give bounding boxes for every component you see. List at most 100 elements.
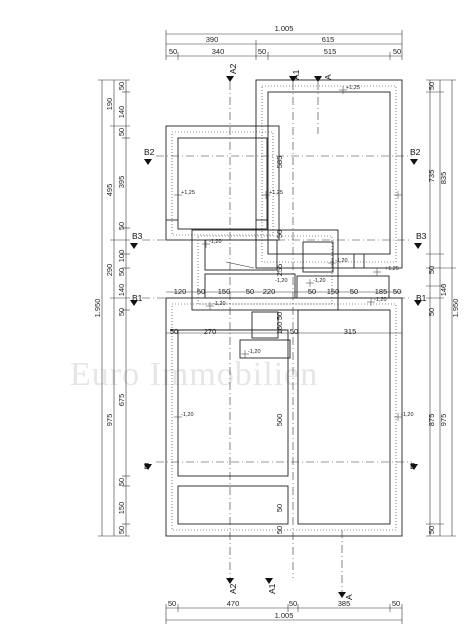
section-label: B1 <box>416 293 427 303</box>
dim-left-c12: 150 <box>117 502 126 515</box>
section-label: B3 <box>132 231 143 241</box>
dim-left-c1: 50 <box>117 82 126 90</box>
dim-right-c2: 50 <box>427 266 436 274</box>
dim-bottom-w2: 470 <box>227 599 240 608</box>
dim-interior: 50 <box>275 526 284 534</box>
dim-interior: 50 <box>308 287 316 296</box>
wall-fragment <box>225 261 255 269</box>
dim-right-upper-inner: 735 <box>427 170 436 183</box>
dim-left-c10: 675 <box>117 394 126 407</box>
dim-left-c2: 140 <box>117 106 126 119</box>
dim-interior: 50 <box>275 504 284 512</box>
dim-left-total: 1.950 <box>93 299 102 318</box>
dim-interior: 150 <box>327 287 340 296</box>
walls <box>165 79 403 537</box>
insulation-lower <box>171 303 397 531</box>
wall-inner-riser <box>302 241 334 273</box>
dim-bottom-w4: 385 <box>338 599 351 608</box>
dim-left-upper: 190 <box>105 98 114 111</box>
dim-interior: 150 <box>218 287 231 296</box>
level-label: -1,20 <box>401 412 414 418</box>
dim-interior: 500 <box>275 414 284 427</box>
level-label: +1,25 <box>385 266 399 272</box>
dim-top-w5: 50 <box>393 47 401 56</box>
dim-interior: 270 <box>204 327 217 336</box>
dim-interior: 120 <box>174 287 187 296</box>
insulation-upper-right <box>261 85 397 263</box>
section-label: A1 <box>267 583 277 594</box>
section-label: B2 <box>410 147 421 157</box>
dim-interior: 50 <box>275 312 284 320</box>
wall-outer-middle <box>191 229 339 311</box>
section-label: B2 <box>144 147 155 157</box>
level-label: -1,20 <box>313 278 326 284</box>
dim-interior: 50 <box>246 287 254 296</box>
dim-bottom-total: 1.005 <box>275 611 294 620</box>
dim-right-upper: 835 <box>439 172 448 185</box>
insulation-middle <box>197 235 333 305</box>
dim-interior: 50 <box>290 327 298 336</box>
dim-left-c7: 50 <box>117 268 126 276</box>
section-label: A2 <box>228 63 238 74</box>
level-label: -1,20 <box>209 239 222 245</box>
dim-left-c9: 50 <box>117 308 126 316</box>
dim-bottom-w5: 50 <box>392 599 400 608</box>
dim-left-c11: 50 <box>117 478 126 486</box>
dim-right-c4: 50 <box>427 308 436 316</box>
level-label: -1,20 <box>213 301 226 307</box>
level-label: -1,20 <box>374 297 387 303</box>
section-label: B3 <box>416 231 427 241</box>
dim-right-c1: 50 <box>427 82 436 90</box>
level-label: -1,20 <box>248 349 261 355</box>
dim-top-right: 615 <box>322 35 335 44</box>
dim-left-c8: 140 <box>117 284 126 297</box>
section-lines <box>142 82 412 592</box>
dim-left-c6: 100 <box>117 250 126 263</box>
dim-bottom-w1: 50 <box>168 599 176 608</box>
wall-inner-upper-left <box>177 137 268 230</box>
dim-interior: 255 <box>275 264 284 277</box>
dim-bottom-w3: 50 <box>289 599 297 608</box>
dim-interior: 220 <box>263 287 276 296</box>
level-label: +1,25 <box>346 85 360 91</box>
dim-top-total: 1.005 <box>275 24 294 33</box>
wall-inner-bath <box>251 311 279 339</box>
level-label: +1,25 <box>269 190 283 196</box>
level-label: -1,20 <box>275 278 288 284</box>
dim-left-mid: 290 <box>105 264 114 277</box>
dim-interior: 50 <box>275 230 284 238</box>
section-label: B1 <box>132 293 143 303</box>
wall-inner-upper-right <box>267 91 391 255</box>
dim-right-c6: 50 <box>427 526 436 534</box>
section-arrows <box>130 76 422 598</box>
dim-left-c3: 50 <box>117 128 126 136</box>
section-label: A1 <box>291 69 301 80</box>
level-label: +1,25 <box>181 190 195 196</box>
dim-top-w2: 340 <box>212 47 225 56</box>
dim-top-w4: 515 <box>324 47 337 56</box>
level-label: -1,20 <box>181 412 194 418</box>
dim-interior: 185 <box>375 287 388 296</box>
dim-right-total: 1.950 <box>451 299 460 318</box>
wall-inner-wc <box>239 339 291 359</box>
dim-interior: 50 <box>170 327 178 336</box>
dim-right-c5: 875 <box>427 414 436 427</box>
dim-top-w1: 50 <box>169 47 177 56</box>
dim-left-lower: 975 <box>105 414 114 427</box>
dim-left-mid-upper: 495 <box>105 184 114 197</box>
section-label: A2 <box>228 583 238 594</box>
dim-right-c3: 140 <box>439 284 448 297</box>
section-label: A <box>323 74 333 80</box>
section-label: B <box>144 461 150 471</box>
dim-interior: 50 <box>197 287 205 296</box>
wall-inner-lower-left-small <box>177 485 289 525</box>
dim-interior: 50 <box>350 287 358 296</box>
dim-interior: 160 <box>275 322 284 335</box>
dim-interior: 585 <box>275 156 284 169</box>
level-markers <box>174 86 402 421</box>
section-label: B <box>410 461 416 471</box>
dim-left-c13: 50 <box>117 526 126 534</box>
dim-interior: 315 <box>344 327 357 336</box>
dim-left-c5: 50 <box>117 222 126 230</box>
